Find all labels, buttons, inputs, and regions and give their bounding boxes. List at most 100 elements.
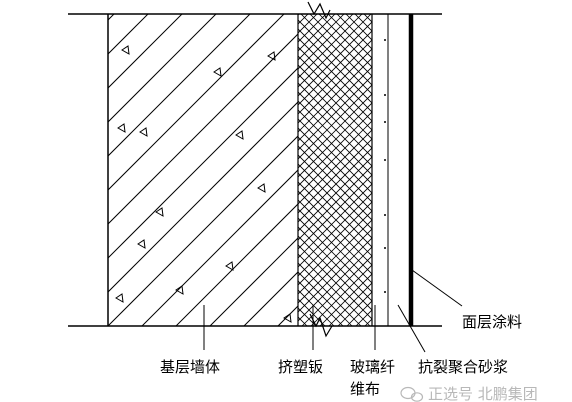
label-glass-fiber-line1: 玻璃纤 (350, 358, 395, 376)
xps-board-layer (0, 1, 572, 338)
crosshatch-line (374, 6, 572, 326)
crosshatch-line (298, 30, 372, 106)
crosshatch-line (0, 6, 199, 326)
hatch-line (243, 271, 298, 326)
crosshatch-line (0, 6, 91, 326)
hatch-line (209, 237, 298, 326)
crosshatch-line (298, 219, 372, 295)
crosshatch-line (464, 6, 572, 326)
crosshatch-line (0, 6, 136, 326)
crosshatch-line (298, 127, 372, 203)
crosshatch-line (0, 6, 55, 326)
anti-crack-mortar-layer (384, 14, 389, 326)
crosshatch-line (0, 6, 82, 326)
crosshatch-line (0, 6, 73, 326)
crosshatch-line (0, 6, 100, 326)
label-xps-board: 挤塑钣 (278, 358, 323, 376)
crosshatch-line (298, 172, 372, 248)
crosshatch-line (298, 55, 372, 131)
crosshatch-line (298, 280, 344, 326)
crosshatch-line (401, 6, 572, 326)
crosshatch-line (419, 6, 572, 326)
crosshatch-line (298, 14, 300, 16)
hatch-line (550, 6, 572, 326)
crosshatch-line (0, 6, 208, 326)
break-mark-bottom (309, 313, 333, 338)
crosshatch-line (0, 6, 109, 326)
crosshatch-line (0, 6, 46, 326)
crosshatch-line (298, 235, 372, 311)
hatch-line (108, 135, 298, 326)
hatch-line (346, 6, 572, 326)
crosshatch-line (300, 14, 372, 86)
crosshatch-line (0, 6, 73, 326)
hatch-line (0, 6, 54, 326)
crosshatch-line (298, 145, 372, 221)
crosshatch-line (0, 6, 37, 326)
crosshatch-line (0, 6, 226, 326)
crosshatch-line (0, 6, 289, 326)
crosshatch-line (482, 6, 572, 326)
mortar-dot (384, 159, 386, 161)
crosshatch-line (298, 246, 372, 322)
crosshatch-line (0, 6, 64, 326)
crosshatch-line (298, 201, 372, 277)
crosshatch-line (0, 6, 253, 326)
crosshatch-line (0, 6, 226, 326)
mortar-dot (384, 247, 386, 249)
crosshatch-line (298, 46, 372, 122)
hatch-line (108, 14, 285, 191)
crosshatch-line (298, 14, 327, 43)
crosshatch-line (0, 6, 19, 326)
crosshatch-line (298, 271, 353, 326)
crosshatch-line (527, 6, 572, 326)
crosshatch-line (298, 100, 372, 176)
crosshatch-line (0, 6, 199, 326)
crosshatch-line (518, 6, 572, 326)
crosshatch-line (298, 37, 372, 113)
crosshatch-line (554, 6, 572, 326)
crosshatch-line (410, 6, 572, 326)
crosshatch-line (0, 6, 109, 326)
crosshatch-line (536, 6, 572, 326)
crosshatch-line (0, 6, 172, 326)
crosshatch-line (298, 14, 354, 70)
crosshatch-line (298, 14, 345, 61)
crosshatch-line (0, 6, 145, 326)
label-base-wall: 基层墙体 (160, 358, 220, 376)
crosshatch-line (0, 6, 253, 326)
hatch-line (482, 6, 572, 326)
crosshatch-line (298, 19, 372, 95)
crosshatch-line (354, 14, 372, 32)
crosshatch-line (298, 57, 372, 133)
crosshatch-line (455, 6, 572, 326)
crosshatch-line (0, 6, 55, 326)
crosshatch-line (0, 6, 280, 326)
aggregate-mark (175, 285, 184, 295)
mortar-dot (384, 94, 386, 96)
crosshatch-line (298, 21, 372, 97)
crosshatch-line (336, 14, 372, 50)
crosshatch-line (298, 226, 372, 302)
crosshatch-line (428, 6, 572, 326)
label-finish-coating: 面层涂料 (462, 313, 522, 331)
crosshatch-line (0, 6, 46, 326)
crosshatch-line (298, 66, 372, 142)
hatch-line (414, 6, 572, 326)
crosshatch-line (301, 255, 372, 326)
hatch-line (141, 169, 298, 326)
crosshatch-line (437, 6, 572, 326)
break-mark-top (307, 1, 331, 20)
aggregate-mark (283, 313, 292, 323)
crosshatch-line (0, 6, 37, 326)
crosshatch-line (298, 14, 318, 34)
aggregate-mark (155, 207, 164, 217)
crosshatch-line (298, 262, 362, 326)
crosshatch-line (0, 6, 64, 326)
label-glass-fiber-line2: 维布 (350, 380, 380, 398)
crosshatch-line (328, 282, 372, 326)
crosshatch-line (365, 6, 572, 326)
hatch-line (108, 33, 298, 225)
crosshatch-line (298, 174, 372, 250)
